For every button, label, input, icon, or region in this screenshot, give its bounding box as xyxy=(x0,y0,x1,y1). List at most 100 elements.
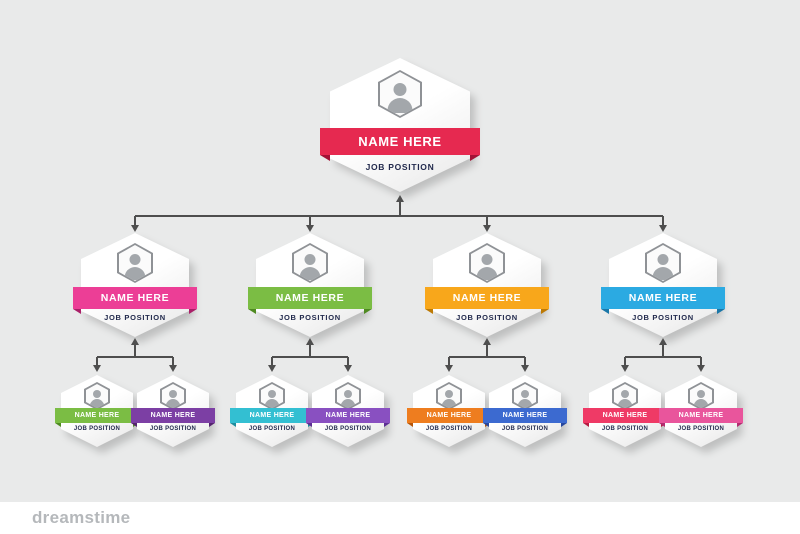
connector-line xyxy=(309,216,311,225)
name-label: NAME HERE xyxy=(325,412,371,419)
name-ribbon: NAME HERE xyxy=(248,287,372,314)
connector-arrow xyxy=(131,225,139,232)
ribbon-fold-right xyxy=(541,309,549,314)
ribbon-fold-right xyxy=(470,155,480,161)
ribbon-fold-right xyxy=(209,423,215,427)
name-ribbon: NAME HERE xyxy=(601,287,725,314)
name-ribbon: NAME HERE xyxy=(320,128,480,161)
ribbon-fold-left xyxy=(306,423,312,427)
job-position-label: JOB POSITION xyxy=(601,426,649,432)
job-position-label: JOB POSITION xyxy=(149,426,197,432)
connector-arrow xyxy=(697,365,705,372)
org-node-l3-7: NAME HERE JOB POSITION xyxy=(583,375,667,453)
ribbon-fold-left xyxy=(73,309,81,314)
person-icon xyxy=(117,243,153,283)
ribbon-fold-right xyxy=(717,309,725,314)
name-label: NAME HERE xyxy=(452,292,522,304)
person-icon xyxy=(436,382,462,410)
name-ribbon: NAME HERE xyxy=(583,408,667,427)
name-ribbon: NAME HERE xyxy=(483,408,567,427)
dreamstime-watermark: dreamstime xyxy=(32,508,131,527)
ribbon-fold-left xyxy=(425,309,433,314)
org-node-l2-2: NAME HERE JOB POSITION xyxy=(248,233,372,345)
connector-line xyxy=(448,357,450,365)
job-position-label: JOB POSITION xyxy=(324,426,372,432)
org-node-l3-5: NAME HERE JOB POSITION xyxy=(407,375,491,453)
person-icon xyxy=(259,382,285,410)
ribbon-fold-left xyxy=(601,309,609,314)
connector-line xyxy=(662,216,664,225)
person-icon xyxy=(645,243,681,283)
connector-arrow xyxy=(396,195,404,202)
name-ribbon: NAME HERE xyxy=(55,408,139,427)
connector-line xyxy=(624,357,626,365)
ribbon-fold-right xyxy=(189,309,197,314)
ribbon-fold-left xyxy=(483,423,489,427)
job-position-label: JOB POSITION xyxy=(73,426,121,432)
job-position-label: JOB POSITION xyxy=(632,313,694,322)
person-icon xyxy=(335,382,361,410)
ribbon-fold-right xyxy=(561,423,567,427)
org-node-l2-1: NAME HERE JOB POSITION xyxy=(73,233,197,345)
org-node-l2-4: NAME HERE JOB POSITION xyxy=(601,233,725,345)
org-node-l3-8: NAME HERE JOB POSITION xyxy=(659,375,743,453)
name-ribbon: NAME HERE xyxy=(659,408,743,427)
connector-arrow xyxy=(131,338,139,345)
connector-line xyxy=(662,345,664,357)
job-position-label: JOB POSITION xyxy=(248,426,296,432)
ribbon-fold-left xyxy=(248,309,256,314)
connector-line xyxy=(272,356,348,358)
name-label: NAME HERE xyxy=(150,412,196,419)
name-label: NAME HERE xyxy=(502,412,548,419)
ribbon-fold-left xyxy=(320,155,330,161)
job-position-label: JOB POSITION xyxy=(365,162,435,172)
ribbon-fold-left xyxy=(583,423,589,427)
watermark-bar: dreamstime xyxy=(0,502,800,534)
job-position-label: JOB POSITION xyxy=(677,426,725,432)
ribbon-fold-left xyxy=(407,423,413,427)
ribbon-fold-right xyxy=(737,423,743,427)
name-label: NAME HERE xyxy=(249,412,295,419)
connector-line xyxy=(134,345,136,357)
connector-line xyxy=(700,357,702,365)
person-icon xyxy=(612,382,638,410)
connector-line xyxy=(172,357,174,365)
name-ribbon: NAME HERE xyxy=(131,408,215,427)
person-icon xyxy=(378,70,422,118)
connector-arrow xyxy=(93,365,101,372)
person-icon xyxy=(688,382,714,410)
org-node-l3-3: NAME HERE JOB POSITION xyxy=(230,375,314,453)
job-position-label: JOB POSITION xyxy=(425,426,473,432)
name-label: NAME HERE xyxy=(100,292,170,304)
connector-line xyxy=(399,202,401,216)
connector-line xyxy=(309,345,311,357)
ribbon-fold-right xyxy=(384,423,390,427)
ribbon-fold-left xyxy=(55,423,61,427)
org-node-l3-4: NAME HERE JOB POSITION xyxy=(306,375,390,453)
connector-line xyxy=(486,345,488,357)
connector-arrow xyxy=(659,338,667,345)
job-position-label: JOB POSITION xyxy=(279,313,341,322)
job-position-label: JOB POSITION xyxy=(456,313,518,322)
name-ribbon: NAME HERE xyxy=(407,408,491,427)
connector-line xyxy=(97,356,173,358)
person-icon xyxy=(292,243,328,283)
org-node-l3-1: NAME HERE JOB POSITION xyxy=(55,375,139,453)
connector-arrow xyxy=(306,225,314,232)
connector-line xyxy=(347,357,349,365)
connector-arrow xyxy=(306,338,314,345)
name-label: NAME HERE xyxy=(602,412,648,419)
connector-arrow xyxy=(445,365,453,372)
person-icon xyxy=(160,382,186,410)
connector-line xyxy=(524,357,526,365)
connector-arrow xyxy=(483,338,491,345)
name-label: NAME HERE xyxy=(628,292,698,304)
person-icon xyxy=(84,382,110,410)
connector-arrow xyxy=(659,225,667,232)
connector-line xyxy=(486,216,488,225)
connector-line xyxy=(271,357,273,365)
connector-line xyxy=(134,216,136,225)
person-icon xyxy=(469,243,505,283)
ribbon-fold-right xyxy=(364,309,372,314)
